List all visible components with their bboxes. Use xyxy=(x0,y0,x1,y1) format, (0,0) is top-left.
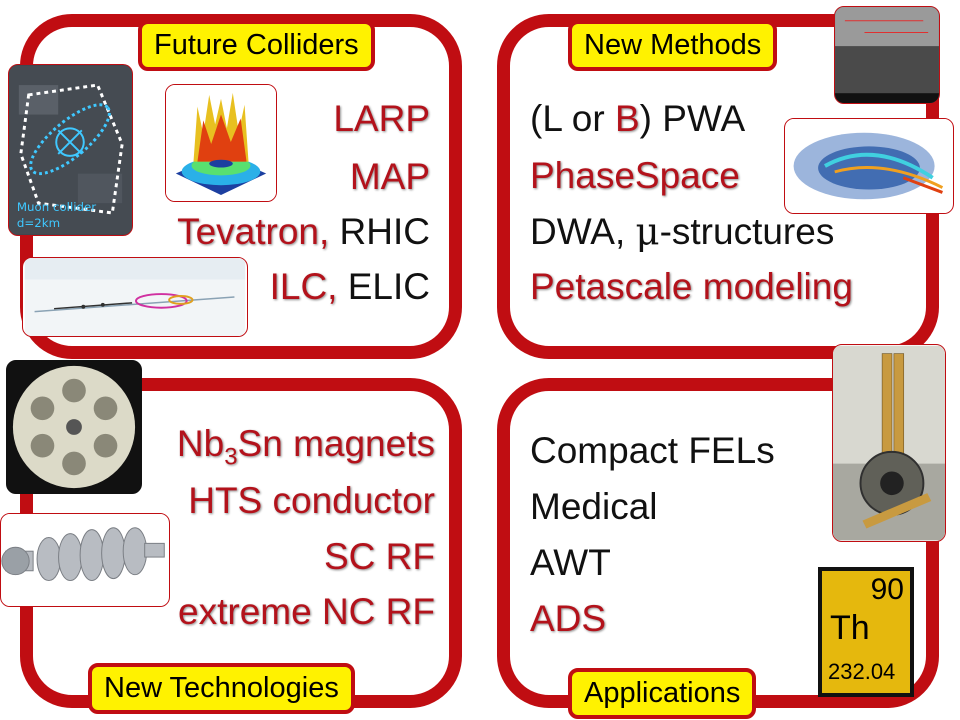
thorium-element-tile: 90 Th 232.04 xyxy=(818,567,914,697)
nt-line-nb3sn: Nb3Sn magnets xyxy=(177,425,435,469)
fc-item-tevatron: Tevatron, RHIC xyxy=(177,213,430,250)
beam-surface-plot-image xyxy=(165,84,277,202)
app-item-ads: ADS xyxy=(530,598,607,639)
nm-line-pwa-pre: (L or xyxy=(530,98,615,139)
app-item-medical: Medical xyxy=(530,486,658,527)
element-number: 90 xyxy=(870,573,904,606)
muon-collider-map-image: Muon collider d=2km xyxy=(8,64,133,236)
nt-line-ncrf: extreme NC RF xyxy=(178,591,435,632)
nt-line-nb3sn-sub: 3 xyxy=(224,443,238,471)
electron-micrograph-image xyxy=(834,6,940,104)
fc-item-ilc-red: ILC, xyxy=(269,266,338,307)
plasma-simulation-image xyxy=(784,118,954,214)
nm-line-pwa: (L or B) PWA xyxy=(530,100,745,137)
muon-caption-1: Muon collider xyxy=(17,200,96,214)
nm-line-pwa-post: ) PWA xyxy=(639,98,746,139)
nm-line-dwa: DWA, μ-structures xyxy=(530,213,834,250)
medical-gantry-image xyxy=(832,344,946,542)
srf-cavity-image xyxy=(0,513,170,607)
app-item-awt: AWT xyxy=(530,542,611,583)
ilc-layout-image xyxy=(22,257,248,337)
app-item-compact-fels: Compact FELs xyxy=(530,430,775,471)
element-mass: 232.04 xyxy=(828,659,896,684)
nm-line-dwa-mu: μ xyxy=(635,210,660,253)
nm-line-petascale: Petascale modeling xyxy=(530,266,853,307)
nt-line-scrf: SC RF xyxy=(324,536,435,577)
label-new-technologies: New Technologies xyxy=(88,663,355,714)
nm-line-dwa-pre: DWA, xyxy=(530,211,636,252)
fc-item-rhic: RHIC xyxy=(329,211,430,252)
nm-line-dwa-post: -structures xyxy=(659,211,835,252)
label-new-methods: New Methods xyxy=(568,20,778,71)
fc-item-ilc: ILC, ELIC xyxy=(270,268,430,305)
element-symbol: Th xyxy=(830,609,870,647)
fc-item-larp: LARP xyxy=(333,98,430,139)
nm-line-phasespace: PhaseSpace xyxy=(530,155,740,196)
nt-line-nb3sn-pre: Nb xyxy=(176,423,225,464)
label-future-colliders: Future Colliders xyxy=(138,20,375,71)
nm-line-pwa-b: B xyxy=(614,98,640,139)
label-applications: Applications xyxy=(568,668,757,719)
muon-caption-2: d=2km xyxy=(17,216,60,230)
nt-line-nb3sn-post: Sn magnets xyxy=(237,423,435,464)
superconducting-cable-image xyxy=(6,360,142,494)
fc-item-map: MAP xyxy=(349,156,430,197)
fc-item-elic: ELIC xyxy=(337,266,430,307)
fc-item-tevatron-red: Tevatron, xyxy=(177,211,330,252)
nt-line-hts: HTS conductor xyxy=(188,480,435,521)
